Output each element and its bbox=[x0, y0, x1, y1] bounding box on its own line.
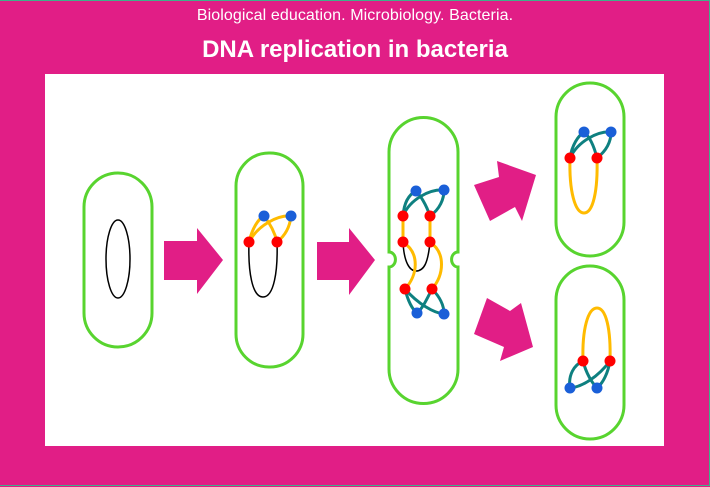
parent-dna-loop bbox=[248, 241, 278, 298]
replication-fork bbox=[605, 126, 617, 138]
replication-origin bbox=[397, 236, 409, 248]
replication-origin bbox=[564, 152, 576, 164]
daughter-cell-bottom bbox=[554, 264, 626, 441]
replication-origin bbox=[424, 236, 436, 248]
replication-fork bbox=[591, 382, 603, 394]
subtitle: Biological education. Microbiology. Bact… bbox=[196, 7, 514, 24]
daughter-cell-top bbox=[554, 81, 626, 258]
cell-1 bbox=[82, 171, 154, 349]
teal-strands bbox=[568, 359, 612, 390]
yellow-loop bbox=[581, 306, 612, 362]
replication-fork bbox=[578, 126, 590, 138]
cell-wall bbox=[387, 116, 460, 405]
replication-origin bbox=[591, 152, 603, 164]
cell-wall bbox=[554, 81, 626, 258]
replication-origin bbox=[399, 283, 411, 295]
replication-fork bbox=[258, 210, 270, 222]
teal-strands bbox=[568, 130, 613, 160]
cell-wall bbox=[554, 264, 626, 441]
arrow-right-icon bbox=[317, 228, 375, 295]
arrow-up-right-icon bbox=[474, 161, 536, 221]
arrow-right-icon bbox=[164, 228, 223, 294]
replication-origin bbox=[426, 283, 438, 295]
replication-fork bbox=[438, 184, 450, 196]
replication-origin bbox=[243, 236, 255, 248]
yellow-loop bbox=[568, 157, 599, 215]
replication-origin bbox=[271, 236, 283, 248]
yellow-strands bbox=[401, 216, 443, 291]
replication-fork bbox=[438, 308, 450, 320]
replication-origin bbox=[604, 355, 616, 367]
cell-wall bbox=[82, 171, 154, 349]
new-strands bbox=[247, 214, 293, 244]
replication-fork bbox=[411, 307, 423, 319]
replication-origin bbox=[577, 355, 589, 367]
cell-3 bbox=[387, 116, 460, 405]
arrow-down-right-icon bbox=[474, 298, 533, 361]
replication-origin bbox=[424, 210, 436, 222]
circular-dna bbox=[105, 219, 131, 299]
cell-2 bbox=[234, 151, 305, 369]
replication-origin bbox=[397, 210, 409, 222]
page-title: DNA replication in bacteria bbox=[202, 36, 508, 63]
replication-fork bbox=[410, 185, 422, 197]
cell-wall bbox=[234, 151, 305, 369]
replication-fork bbox=[564, 382, 576, 394]
replication-fork bbox=[285, 210, 297, 222]
